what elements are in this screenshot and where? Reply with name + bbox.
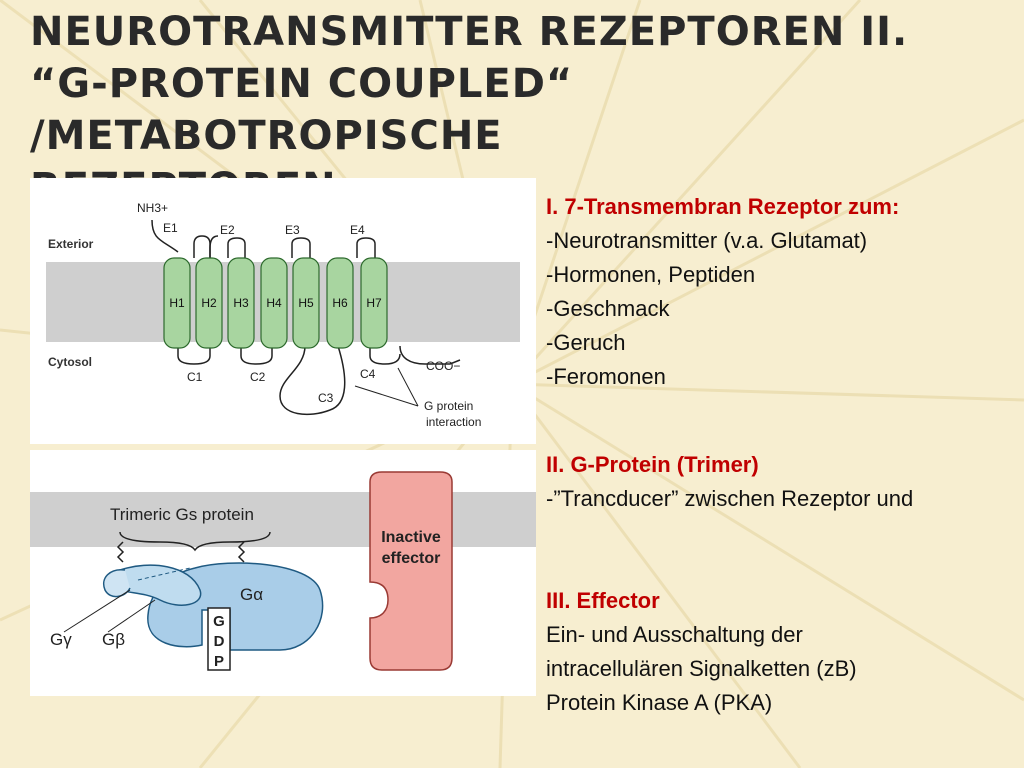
title-line-1: Neurotransmitter Rezeptoren II.: [30, 9, 909, 55]
label-e2: E2: [220, 223, 235, 237]
helix-h2: [195, 257, 223, 349]
label-h1: H1: [169, 296, 185, 310]
label-c2: C2: [250, 370, 266, 384]
label-effector-1: Inactive: [381, 529, 441, 546]
helix-h5: [292, 257, 320, 349]
lipid-anchor-1: [116, 541, 125, 563]
subunit-dash: [137, 567, 191, 581]
receptor-loops: [151, 219, 461, 416]
label-cytosol: Cytosol: [48, 355, 92, 369]
inactive-effector: [369, 471, 453, 671]
label-effector-2: effector: [382, 550, 441, 567]
receptor-diagram-svg: Exterior Cytosol NH3+ E1 E2 E3 E4 H1 H2: [46, 201, 520, 429]
receptor-item-3: -Geschmack: [546, 296, 670, 321]
label-h6: H6: [332, 296, 348, 310]
g-protein-diagram: Trimeric Gs protein G D P Gα Gγ Gβ Inact…: [30, 450, 536, 696]
g-protein-diagram-svg: Trimeric Gs protein G D P Gα Gγ Gβ Inact…: [30, 471, 536, 671]
label-h3: H3: [233, 296, 249, 310]
effector-line-2: intracellulären Signalketten (zB): [546, 656, 857, 681]
g-protein-text: -”Trancducer” zwischen Rezeptor und: [546, 486, 914, 511]
receptor-item-1: -Neurotransmitter (v.a. Glutamat): [546, 228, 868, 253]
label-e1: E1: [163, 221, 178, 235]
effector-line-1: Ein- und Ausschaltung der: [546, 622, 803, 647]
interaction-pointers: [354, 367, 419, 407]
brace: [119, 531, 271, 552]
section-g-protein: II. G-Protein (Trimer) -”Trancducer” zwi…: [546, 448, 1016, 516]
receptor-diagram: Exterior Cytosol NH3+ E1 E2 E3 E4 H1 H2: [30, 178, 536, 444]
label-h2: H2: [201, 296, 217, 310]
label-c1: C1: [187, 370, 203, 384]
label-c3: C3: [318, 391, 334, 405]
label-h4: H4: [266, 296, 282, 310]
label-g-gamma: Gγ: [50, 630, 72, 649]
label-nh3: NH3+: [137, 201, 168, 215]
helix-h7: [360, 257, 388, 349]
receptor-item-4: -Geruch: [546, 330, 626, 355]
label-e3: E3: [285, 223, 300, 237]
title-line-2: “G-Protein coupled“ /metabotropische: [30, 61, 574, 159]
label-trimeric: Trimeric Gs protein: [110, 505, 254, 524]
section-effector: III. Effector Ein- und Ausschaltung der …: [546, 584, 1016, 720]
label-g-protein-interaction-2: interaction: [426, 415, 481, 429]
label-g-beta: Gβ: [102, 630, 125, 649]
helix-h6: [326, 257, 354, 349]
effector-line-3: Protein Kinase A (PKA): [546, 690, 773, 715]
label-g-alpha: Gα: [240, 585, 263, 604]
helix-h3: [227, 257, 255, 349]
section-receptor: I. 7-Transmembran Rezeptor zum: -Neurotr…: [546, 190, 1016, 394]
label-h7: H7: [366, 296, 382, 310]
membrane-band-2: [30, 492, 536, 547]
label-gdp-g: G: [213, 613, 225, 630]
label-e4: E4: [350, 223, 365, 237]
label-coo: COO−: [426, 359, 460, 373]
receptor-item-2: -Hormonen, Peptiden: [546, 262, 756, 287]
helix-h1: [163, 257, 191, 349]
label-g-protein-interaction-1: G protein: [424, 399, 473, 413]
label-c4: C4: [360, 367, 376, 381]
section-g-protein-heading: II. G-Protein (Trimer): [546, 452, 759, 477]
lipid-anchor-2: [237, 541, 246, 563]
label-gdp-p: P: [214, 653, 224, 670]
label-h5: H5: [298, 296, 314, 310]
label-exterior: Exterior: [48, 237, 94, 251]
section-effector-heading: III. Effector: [546, 588, 660, 613]
gdp-box: [207, 607, 231, 671]
label-gdp-d: D: [214, 633, 225, 650]
g-beta-subunit: [114, 564, 202, 606]
receptor-item-5: -Feromonen: [546, 364, 666, 389]
section-receptor-heading: I. 7-Transmembran Rezeptor zum:: [546, 194, 900, 219]
helix-h4: [260, 257, 288, 349]
subunit-pointers: [63, 589, 156, 633]
